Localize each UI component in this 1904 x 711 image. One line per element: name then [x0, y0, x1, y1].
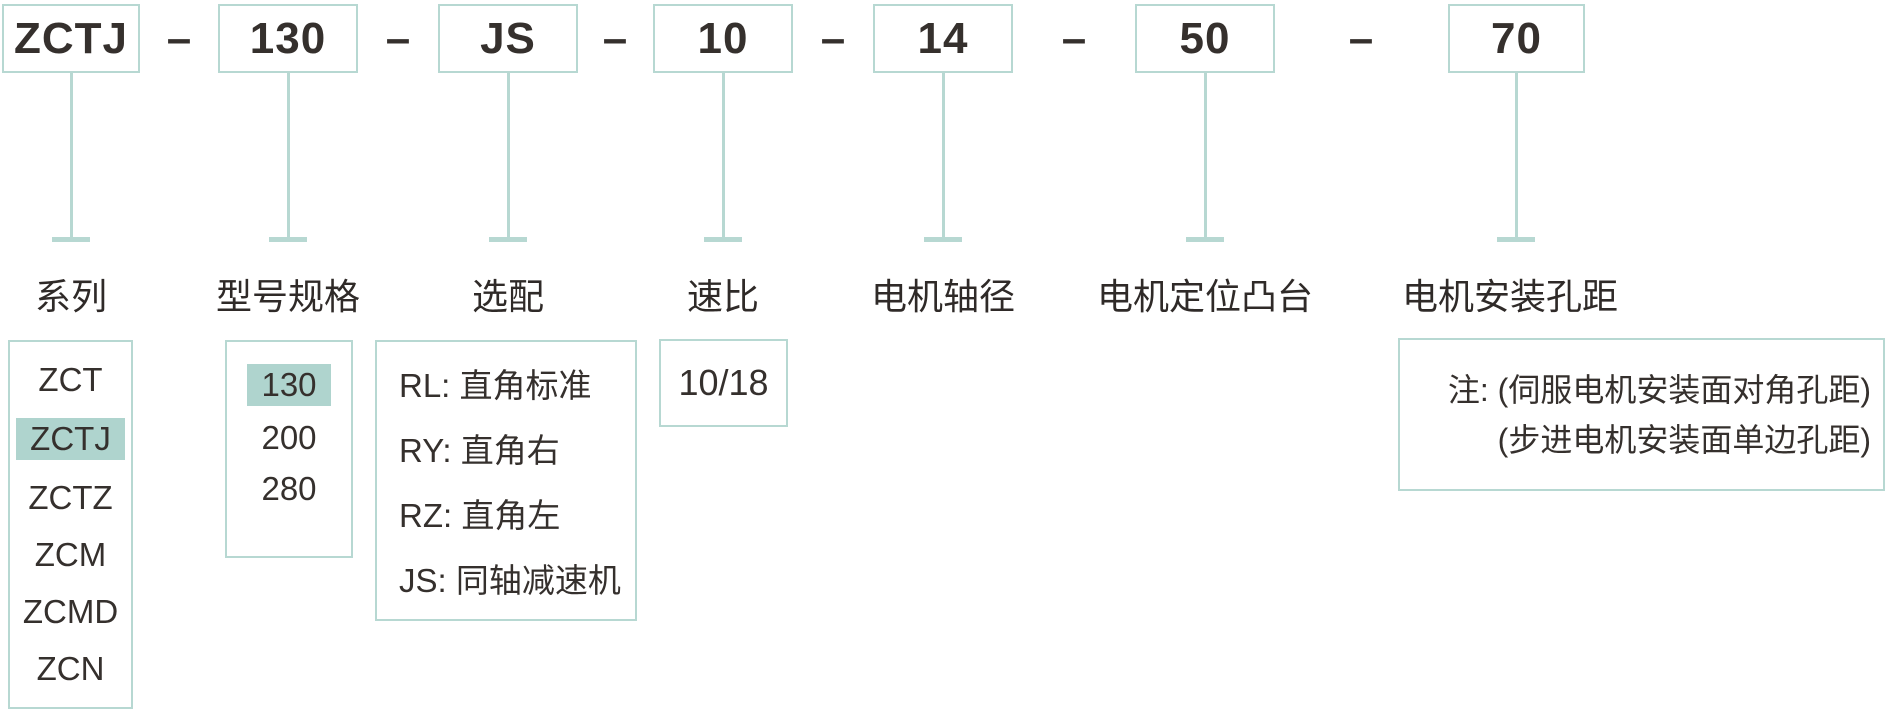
config-options-box: RL: 直角标准 RY: 直角右 RZ: 直角左 JS: 同轴减速机 [375, 340, 637, 621]
connector-foot [1497, 237, 1535, 242]
config-item: RL: 直角标准 [399, 367, 592, 404]
code-separator: – [166, 14, 192, 63]
code-box-shaft: 14 [873, 4, 1013, 73]
code-box-ratio: 10 [653, 4, 793, 73]
code-box-holes: 70 [1448, 4, 1585, 73]
spec-options-box: 130 200 280 [225, 340, 353, 558]
code-separator: – [1061, 14, 1087, 63]
connector-foot [52, 237, 90, 242]
connector-line [507, 73, 510, 238]
connector-line [942, 73, 945, 238]
note-line: (步进电机安装面单边孔距) [1497, 421, 1871, 458]
connector-foot [704, 237, 742, 242]
series-item: ZCT [38, 361, 103, 398]
field-label-spec: 型号规格 [215, 276, 360, 317]
connector-foot [269, 237, 307, 242]
spec-item: 200 [261, 419, 317, 456]
series-item-selected: ZCTJ [16, 418, 125, 460]
series-item: ZCTZ [28, 479, 113, 516]
connector-line [1515, 73, 1518, 238]
field-label-series: 系列 [34, 276, 107, 317]
field-label-shaft: 电机轴径 [870, 276, 1015, 317]
connector-foot [489, 237, 527, 242]
field-label-holes: 电机安装孔距 [1401, 276, 1618, 317]
code-separator: – [385, 14, 411, 63]
series-item: ZCM [34, 536, 107, 573]
series-item: ZCN [36, 650, 105, 687]
code-separator: – [602, 14, 628, 63]
code-separator: – [1348, 14, 1374, 63]
ratio-value: 10/18 [678, 362, 769, 403]
code-separator: – [820, 14, 846, 63]
series-item: ZCMD [22, 593, 119, 630]
config-item: JS: 同轴减速机 [399, 562, 621, 599]
note-line: 注: (伺服电机安装面对角孔距) [1447, 371, 1871, 408]
field-label-option: 选配 [471, 276, 544, 317]
code-box-option: JS [438, 4, 578, 73]
config-item: RY: 直角右 [399, 432, 560, 469]
code-box-spec: 130 [218, 4, 358, 73]
config-item: RZ: 直角左 [399, 497, 561, 534]
connector-foot [924, 237, 962, 242]
connector-line [1204, 73, 1207, 238]
code-box-boss: 50 [1135, 4, 1275, 73]
spec-item: 280 [261, 470, 317, 507]
field-label-boss: 电机定位凸台 [1096, 276, 1313, 317]
connector-foot [1186, 237, 1224, 242]
connector-line [70, 73, 73, 238]
ratio-value-box: 10/18 [659, 339, 788, 427]
spec-item-selected: 130 [247, 364, 331, 406]
mounting-note-box: 注: (伺服电机安装面对角孔距) (步进电机安装面单边孔距) [1398, 338, 1885, 491]
field-label-ratio: 速比 [686, 276, 759, 317]
series-options-box: ZCT ZCTJ ZCTZ ZCM ZCMD ZCN [8, 340, 133, 709]
connector-line [287, 73, 290, 238]
code-box-series: ZCTJ [2, 4, 140, 73]
connector-line [722, 73, 725, 238]
